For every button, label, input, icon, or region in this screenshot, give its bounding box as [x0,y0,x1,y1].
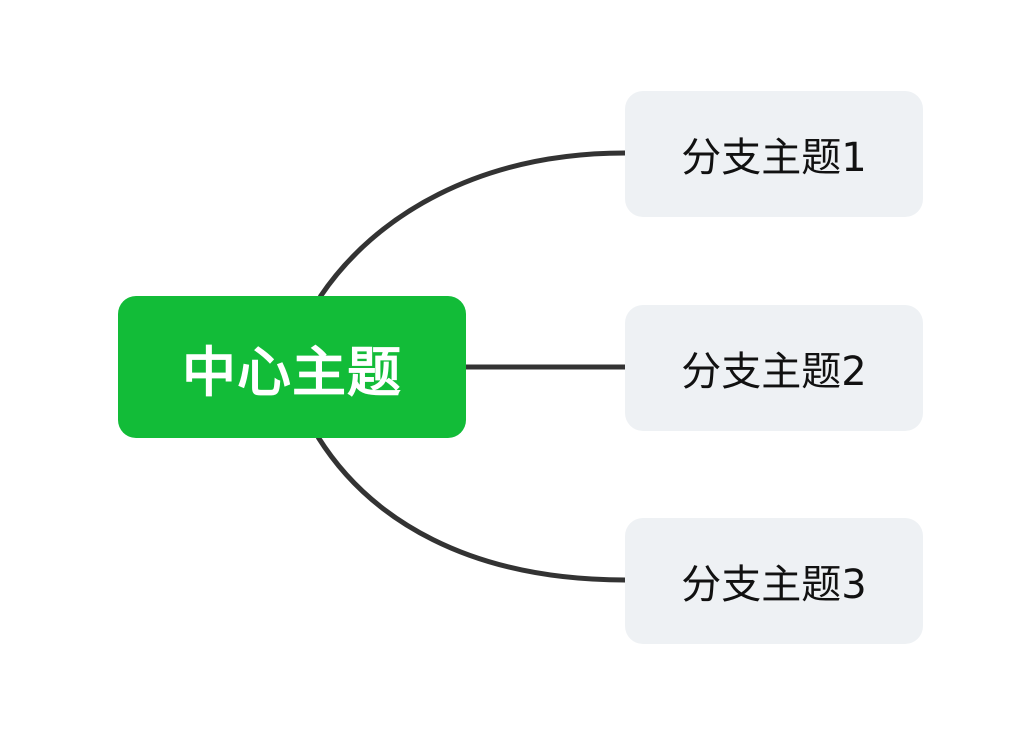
branch-topic-label: 分支主题1 [681,135,867,181]
central-topic[interactable]: 中心主题 [118,296,466,438]
connector-branch-1 [317,150,626,299]
branch-topic-label: 分支主题3 [681,562,867,608]
branch-topic-2[interactable]: 分支主题2 [625,305,923,431]
branch-topic-1[interactable]: 分支主题1 [625,91,923,217]
connector-branch-3 [315,435,626,583]
branch-topic-3[interactable]: 分支主题3 [625,518,923,644]
branch-topic-label: 分支主题2 [681,349,867,395]
central-topic-label: 中心主题 [182,340,402,404]
